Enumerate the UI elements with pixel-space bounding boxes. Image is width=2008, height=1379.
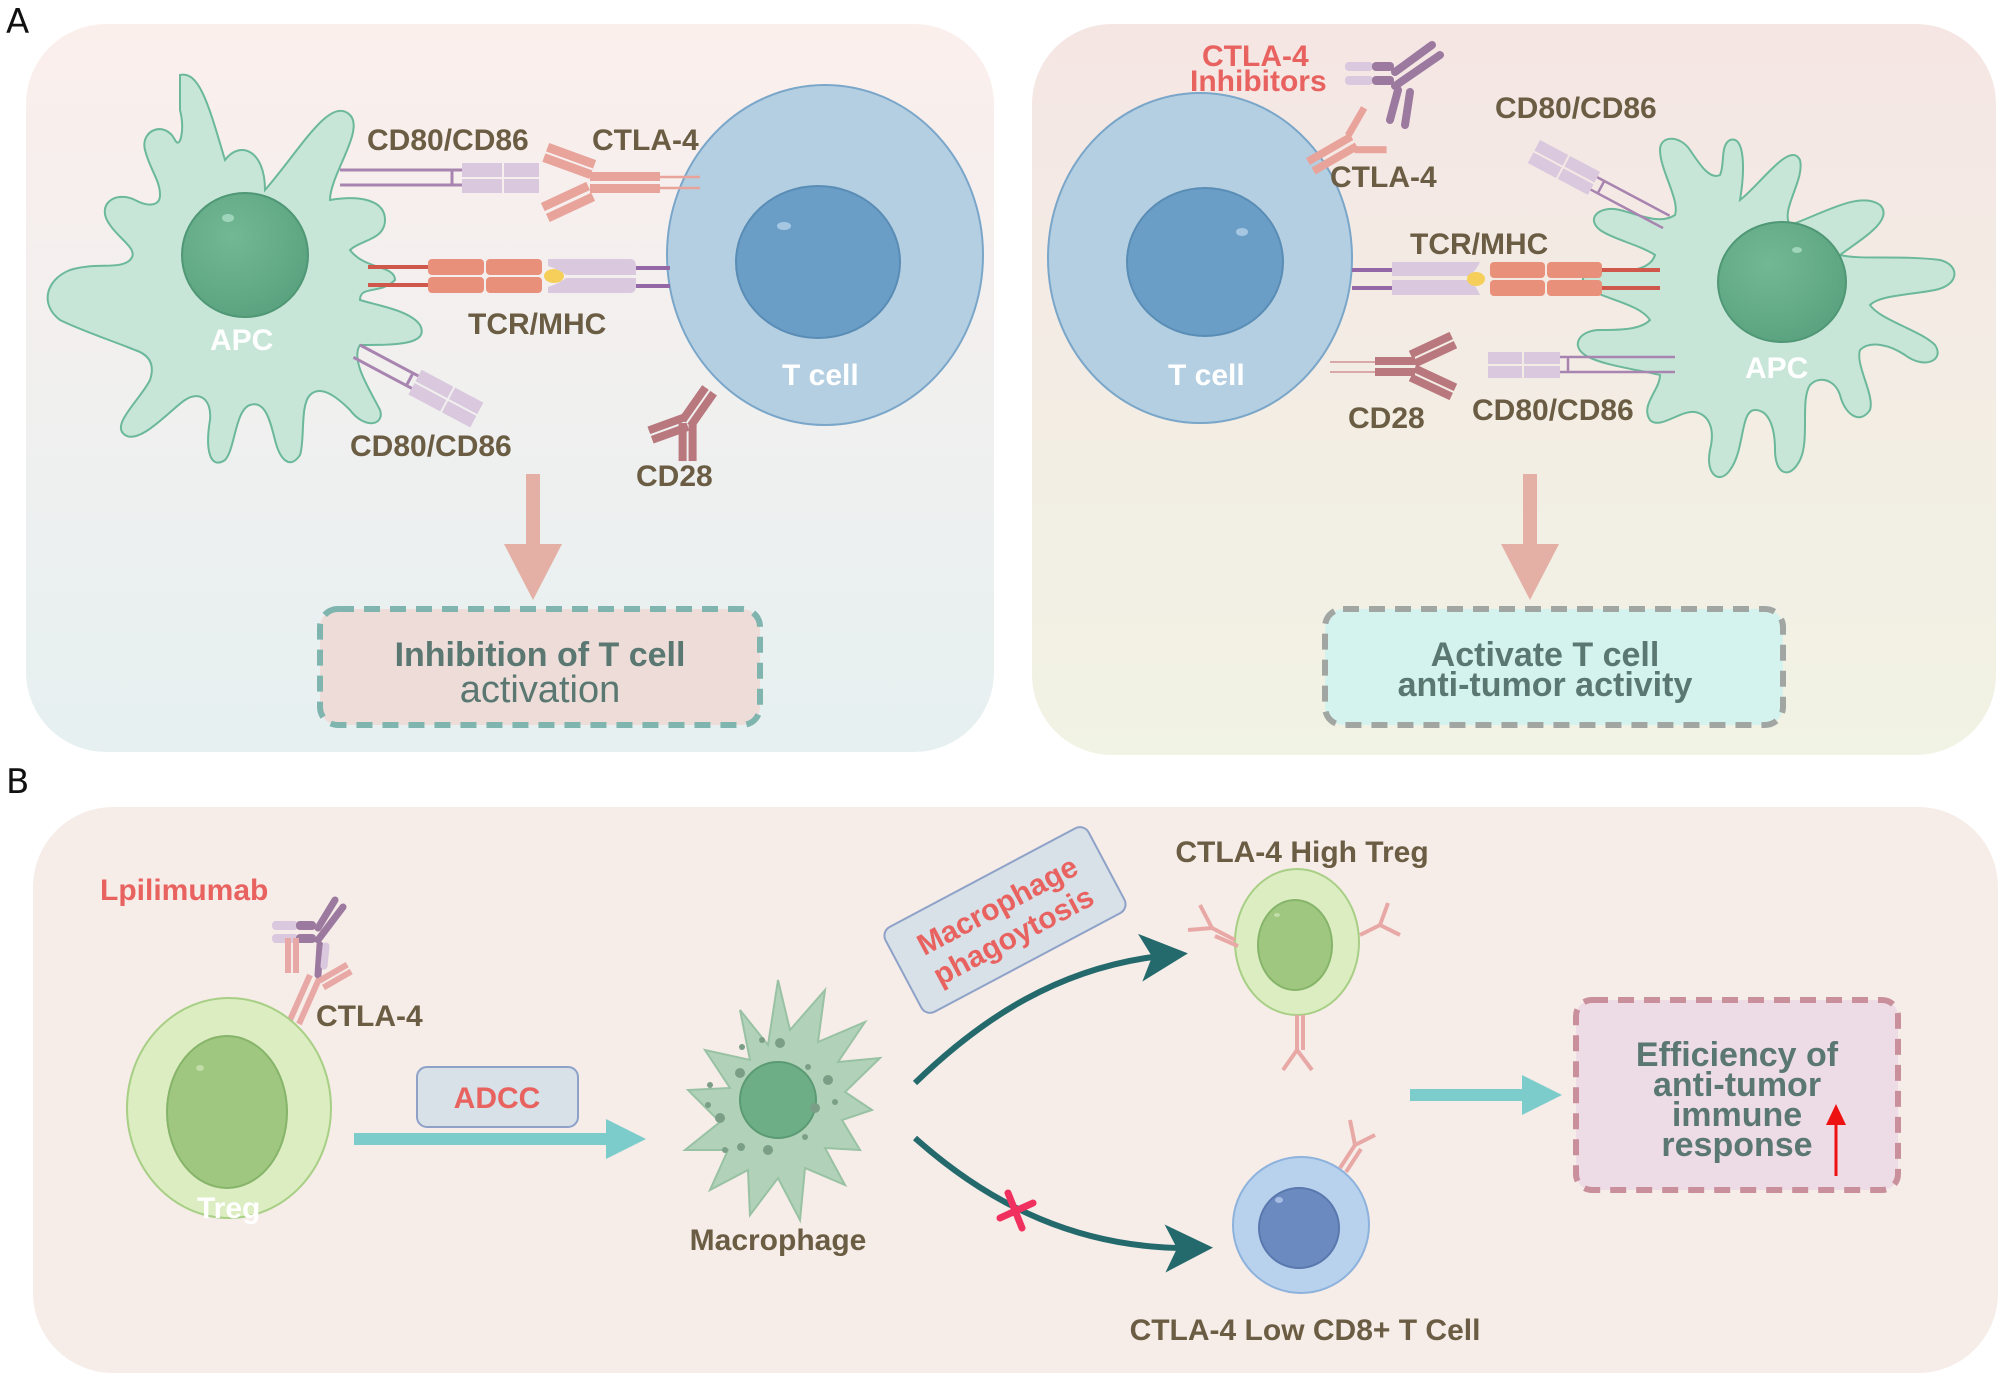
efficiency-result-box: [1573, 997, 1901, 1193]
panel-a-left: APC T cell CD80/CD86 CTLA-4: [26, 24, 994, 752]
tcr-mhc-complex: [368, 259, 670, 293]
t-cell-nucleus: [735, 185, 901, 339]
apc-right-label: APC: [1745, 352, 1808, 385]
inhibition-result-box: [317, 606, 763, 728]
cd28-receptor-right: [1330, 331, 1458, 401]
ctla4-inhibitors-label-line2: Inhibitors: [1190, 65, 1327, 98]
t-cell-right-nucleus: [1126, 187, 1284, 337]
increase-up-arrow-icon: [1826, 1104, 1846, 1176]
cd80-cd86-receptor-bottom: [352, 343, 484, 428]
adcc-box: [416, 1066, 579, 1128]
panel-a-letter: A: [6, 2, 30, 42]
curve-arrow-to-low-cd8: [913, 1135, 1213, 1273]
inhibition-result-line2: activation: [460, 669, 621, 711]
panel-b-background: [33, 807, 1998, 1373]
high-treg-ctla4-receptors: [1187, 902, 1401, 1072]
antigen-peptide: [544, 269, 564, 283]
low-cd8-label: CTLA-4 Low CD8+ T Cell: [1130, 1314, 1481, 1347]
cd80-cd86-bottom-label: CD80/CD86: [350, 430, 512, 463]
cd80-cd86-right-top-label: CD80/CD86: [1495, 92, 1657, 125]
ctla4-label: CTLA-4: [592, 124, 699, 157]
t-cell-right: [1047, 92, 1353, 424]
macrophage-nucleus: [739, 1061, 817, 1139]
cd80-cd86-top-label: CD80/CD86: [367, 124, 529, 157]
activation-result-line1: Activate T cell: [1431, 636, 1660, 674]
treg-label: Treg: [197, 1192, 260, 1225]
tcr-mhc-label: TCR/MHC: [468, 308, 606, 341]
macrophage-granules: [705, 1037, 838, 1155]
adcc-arrow-icon: [354, 1119, 646, 1159]
apc-nucleus: [181, 192, 309, 318]
efficiency-line-1: Efficiency of: [1636, 1036, 1839, 1074]
ctla4-receptor: [540, 142, 700, 223]
cd80-cd86-receptor-right-bottom: [1488, 352, 1675, 378]
ctla4-inhibitors-label-line1: CTLA-4: [1202, 40, 1309, 73]
curve-arrow-to-high-treg: [912, 933, 1188, 1086]
down-arrow-right-icon: [1501, 474, 1559, 600]
apc-right-nucleus: [1717, 221, 1847, 343]
efficiency-line-3: immune: [1672, 1096, 1802, 1134]
treg-cell: [126, 997, 332, 1219]
high-treg-label: CTLA-4 High Treg: [1175, 836, 1428, 869]
adcc-label: ADCC: [454, 1082, 541, 1115]
apc-label: APC: [210, 324, 273, 357]
t-cell-label: T cell: [782, 359, 859, 392]
tcr-mhc-right-label: TCR/MHC: [1410, 228, 1548, 261]
result-arrow-icon: [1410, 1075, 1562, 1115]
tcr-mhc-complex-right: [1352, 262, 1660, 296]
cd80-cd86-right-bottom-label: CD80/CD86: [1472, 394, 1634, 427]
cd28-right-label: CD28: [1348, 402, 1425, 435]
cd28-label: CD28: [636, 460, 713, 493]
low-cd8-cell: [1232, 1156, 1370, 1294]
activation-result-line2: anti-tumor activity: [1398, 666, 1693, 704]
efficiency-line-4: response: [1661, 1126, 1812, 1164]
ctla4-inhibitor-antibody: [1345, 41, 1444, 129]
activation-result-box: [1322, 606, 1786, 728]
t-cell: [666, 84, 984, 426]
cd80-cd86-receptor-right-top: [1527, 140, 1671, 230]
apc-cell: [46, 73, 423, 464]
low-cd8-ctla4-receptor: [1338, 1119, 1376, 1174]
panel-b-letter: B: [6, 762, 30, 802]
ctla4-receptor-treg: [285, 938, 353, 1026]
treg-nucleus: [166, 1035, 288, 1189]
macrophage-cell: [682, 979, 883, 1224]
panel-a-right: T cell APC CTLA-4 Inhibitors CTLA-4: [1032, 24, 1996, 755]
efficiency-line-2: anti-tumor: [1653, 1066, 1821, 1104]
blocked-x-icon: [996, 1189, 1037, 1232]
high-treg-cell: [1234, 868, 1360, 1016]
t-cell-right-label: T cell: [1168, 359, 1245, 392]
ctla4-receptor-right: [1306, 106, 1387, 175]
inhibition-result-line1: Inhibition of T cell: [395, 636, 686, 674]
down-arrow-icon: [504, 474, 562, 600]
apc-cell-right: [1576, 137, 1956, 478]
cd28-receptor: [647, 385, 717, 462]
macrophage-label: Macrophage: [690, 1224, 867, 1257]
cd80-cd86-receptor-top: [340, 163, 539, 193]
lpilimumab-label: Lpilimumab: [100, 874, 268, 907]
ctla4-right-label: CTLA-4: [1330, 161, 1437, 194]
treg-ctla4-label: CTLA-4: [316, 1000, 423, 1033]
panel-b: Lpilimumab CTLA-4 Treg ADCC: [33, 807, 1998, 1373]
